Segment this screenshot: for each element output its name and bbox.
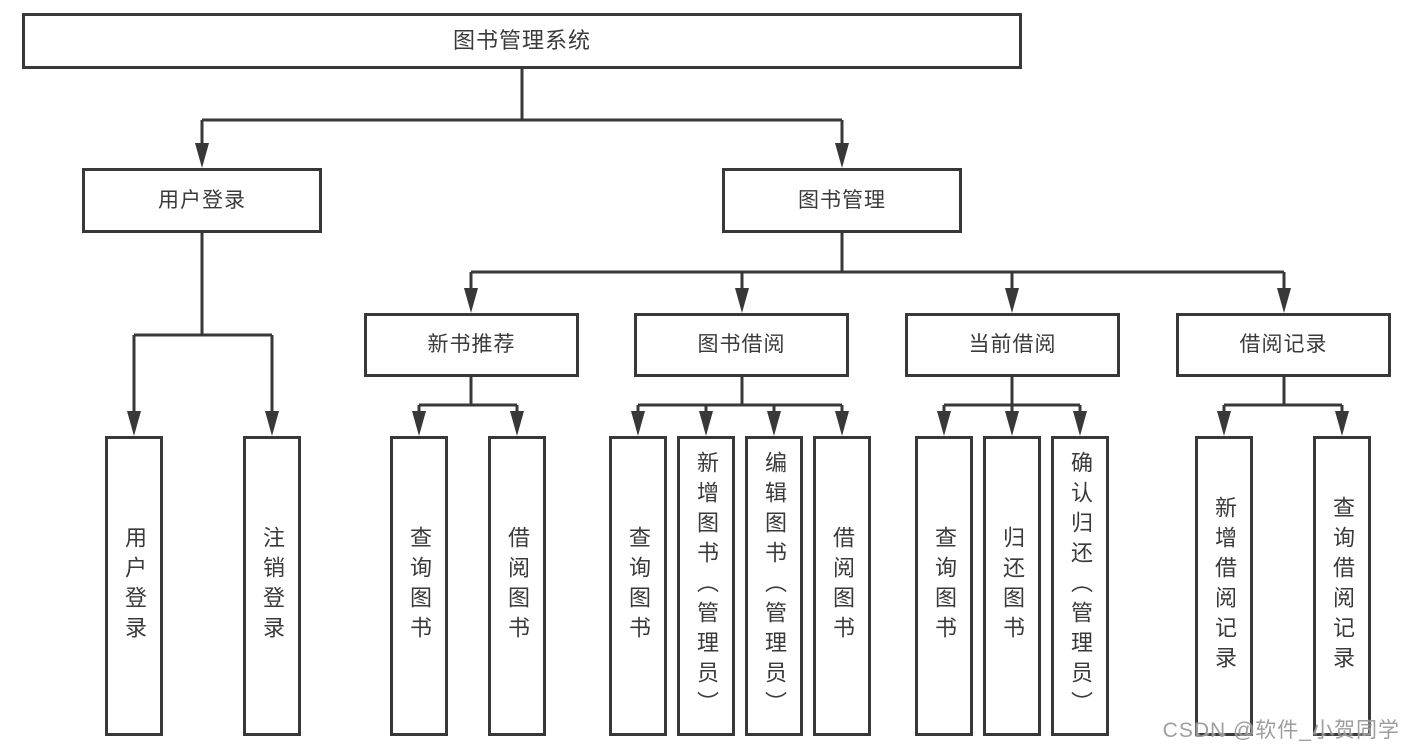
leaf-user-login-label: 用户登录	[122, 526, 147, 646]
node-library-management-system: 图书管理系统	[22, 13, 1022, 69]
leaf-add-book-admin-label: 新增图书（管理员）	[694, 451, 719, 721]
leaf-borrow-books-recommend-label: 借阅图书	[505, 526, 530, 646]
leaf-query-books-current-label: 查询图书	[932, 526, 957, 646]
leaf-add-borrow-record: 新增借阅记录	[1195, 436, 1253, 736]
node-book-borrowing: 图书借阅	[634, 313, 849, 377]
leaf-edit-book-admin-label: 编辑图书（管理员）	[762, 451, 787, 721]
leaf-confirm-return-admin-label: 确认归还（管理员）	[1068, 451, 1093, 721]
node-new-book-recommend: 新书推荐	[364, 313, 579, 377]
leaf-borrow-books-borrowing-label: 借阅图书	[830, 526, 855, 646]
leaf-confirm-return-admin: 确认归还（管理员）	[1051, 436, 1109, 736]
leaf-user-login: 用户登录	[105, 436, 163, 736]
leaf-logout-login: 注销登录	[243, 436, 301, 736]
leaf-query-borrow-record-label: 查询借阅记录	[1330, 496, 1355, 676]
leaf-query-books-borrowing: 查询图书	[609, 436, 667, 736]
leaf-add-borrow-record-label: 新增借阅记录	[1212, 496, 1237, 676]
leaf-logout-login-label: 注销登录	[260, 526, 285, 646]
csdn-watermark: CSDN @软件_小贺同学	[1162, 719, 1400, 742]
leaf-add-book-admin: 新增图书（管理员）	[677, 436, 735, 736]
leaf-edit-book-admin: 编辑图书（管理员）	[745, 436, 803, 736]
leaf-query-borrow-record: 查询借阅记录	[1313, 436, 1371, 736]
leaf-query-books-borrowing-label: 查询图书	[626, 526, 651, 646]
leaf-return-books-label: 归还图书	[1000, 526, 1025, 646]
node-book-management: 图书管理	[722, 168, 962, 233]
leaf-query-books-current: 查询图书	[915, 436, 973, 736]
node-current-borrowing: 当前借阅	[905, 313, 1120, 377]
node-user-login: 用户登录	[82, 168, 322, 233]
leaf-return-books: 归还图书	[983, 436, 1041, 736]
leaf-query-books-recommend-label: 查询图书	[407, 526, 432, 646]
leaf-borrow-books-borrowing: 借阅图书	[813, 436, 871, 736]
node-borrowing-records: 借阅记录	[1176, 313, 1391, 377]
leaf-borrow-books-recommend: 借阅图书	[488, 436, 546, 736]
leaf-query-books-recommend: 查询图书	[390, 436, 448, 736]
